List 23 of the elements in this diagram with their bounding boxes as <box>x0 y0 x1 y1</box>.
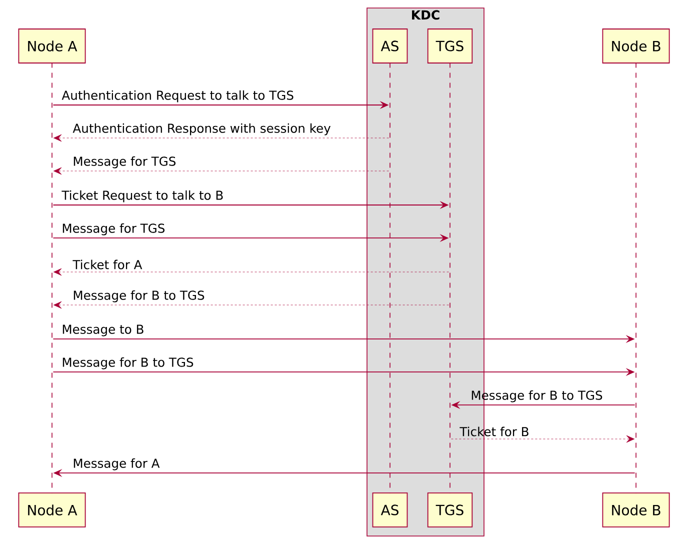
message-arrow <box>54 268 449 276</box>
participant-box: TGS <box>427 28 473 64</box>
edge-label: Message for B to TGS <box>62 357 194 370</box>
participant-box: Node A <box>18 492 86 528</box>
message-arrow <box>54 167 389 175</box>
edge-label: Message for TGS <box>74 156 176 168</box>
edge-label: Authentication Response with session key <box>72 123 331 136</box>
participant-box: TGS <box>427 492 473 528</box>
edge-label: Message for B to TGS <box>74 290 204 302</box>
edge-label: Authentication Request to talk to TGS <box>62 90 294 102</box>
message-arrow <box>451 435 634 443</box>
participant-box: Node B <box>602 28 670 64</box>
edge-label: Message for A <box>74 458 160 470</box>
participant-box: Node A <box>18 28 86 64</box>
participant-box: AS <box>372 28 408 64</box>
edge-label: Message for TGS <box>62 223 164 236</box>
message-arrow <box>54 134 389 142</box>
participant-box: Node B <box>602 492 670 528</box>
edge-label: Ticket for A <box>72 260 142 270</box>
edge-label: Ticket Request to talk to B <box>62 190 223 202</box>
message-arrow <box>54 301 449 309</box>
edge-label: Message to B <box>62 324 144 336</box>
participant-box: AS <box>372 492 408 528</box>
